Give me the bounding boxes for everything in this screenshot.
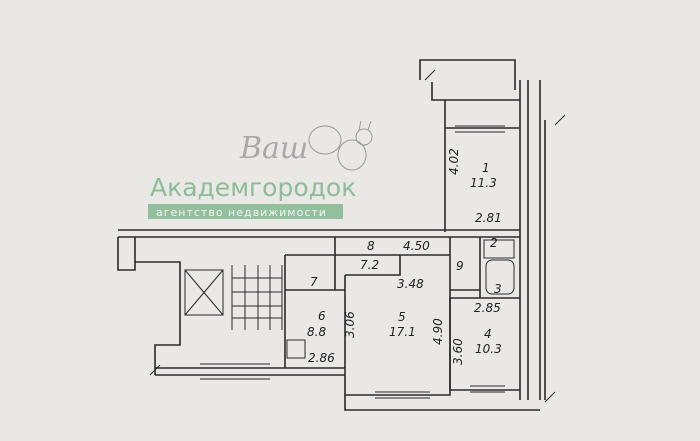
watermark-script: Ваш xyxy=(239,131,308,166)
dimension-labels: 4.02 2.81 4.50 3.48 2.85 4.90 3.60 3.06 … xyxy=(308,148,502,365)
room-4-number: 4 xyxy=(484,327,492,341)
room-7-number: 7 xyxy=(310,275,318,289)
watermark-tagline: агентство недвижимости xyxy=(156,206,327,219)
room-1-area: 11.3 xyxy=(470,176,497,190)
dim-room-6-length: 3.06 xyxy=(343,311,357,338)
room-labels: 1 11.3 2 3 4 10.3 5 17.1 6 8.8 7 8 7.2 9 xyxy=(307,161,502,356)
room-8-area: 7.2 xyxy=(360,258,379,272)
room-1-number: 1 xyxy=(482,161,490,175)
room-2-number: 2 xyxy=(490,236,498,250)
dim-room-5-width: 3.48 xyxy=(397,277,424,291)
room-3-number: 3 xyxy=(494,282,502,296)
room-6-number: 6 xyxy=(318,309,326,323)
watermark-band xyxy=(148,204,343,219)
room-8-number: 8 xyxy=(367,239,375,253)
dim-room-1-width: 2.81 xyxy=(475,211,502,225)
dim-room-5-length: 4.90 xyxy=(431,318,445,345)
dim-room-4-width: 2.85 xyxy=(474,301,501,315)
room-9-number: 9 xyxy=(456,259,464,273)
dim-room-4-length: 3.60 xyxy=(451,338,465,365)
watermark-brand: Академгородок xyxy=(150,173,356,202)
room-5-area: 17.1 xyxy=(389,325,416,339)
dim-room-6-width: 2.86 xyxy=(308,351,335,365)
dim-room-1-length: 4.02 xyxy=(447,148,461,175)
squirrel-icon xyxy=(308,120,373,171)
room-5-number: 5 xyxy=(398,310,406,324)
walls xyxy=(117,59,566,411)
room-6-area: 8.8 xyxy=(307,325,326,339)
watermark: Ваш Академгородок агентство недвижимости xyxy=(148,120,373,219)
dim-hall-length: 4.50 xyxy=(403,239,430,253)
room-4-area: 10.3 xyxy=(475,342,502,356)
